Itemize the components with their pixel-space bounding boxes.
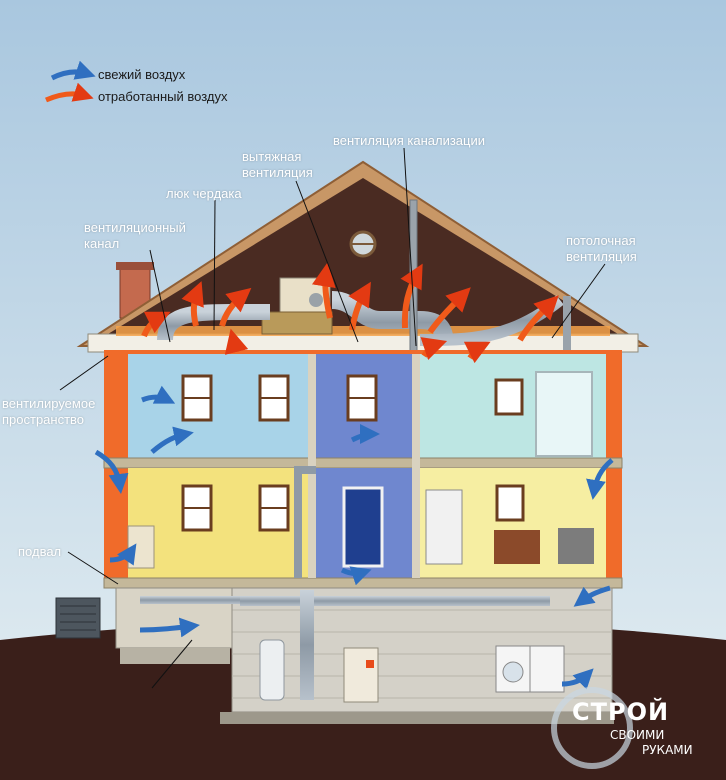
legend-exhaust-label: отработанный воздух [98,89,228,104]
label-exhaust-vent-line1: вытяжная [242,149,302,164]
label-vent-duct-line2: канал [84,236,120,251]
legend-fresh-icon [50,60,96,81]
water-heater [259,639,285,701]
watermark-line1: СТРОЙ [572,698,670,726]
label-ventilated-space-line1: вентилируемое [2,396,96,411]
furnace [343,647,379,703]
shower-cabin [535,371,593,457]
fresh-air-arrows [94,385,614,690]
label-ceiling-vent-line2: вентиляция [566,249,637,264]
stove [558,528,594,564]
label-sewer-vent: вентиляция канализации [333,133,485,148]
kitchen-cabinet [494,530,540,564]
label-ceiling-vent-line1: потолочная [566,233,636,248]
front-door [342,486,384,568]
legend-fresh-label: свежий воздух [98,67,186,82]
dryer [529,645,565,693]
legend-exhaust-icon [45,82,94,103]
watermark-line2: СВОИМИ [610,728,665,742]
ac-unit [55,597,101,639]
watermark-line3: РУКАМИ [642,743,693,757]
watermark-logo [551,687,633,769]
label-vent-duct-line1: вентиляционный [84,220,186,235]
exhaust-air-arrows [141,262,559,364]
label-ventilated-space-line2: пространство [2,412,85,427]
basement-duct [240,596,550,606]
label-leader-lines [59,147,606,689]
label-basement: подвал [18,544,62,559]
label-attic-hatch: люк чердака [166,186,242,201]
fridge [425,489,463,565]
label-exhaust-vent-line2: вентиляция [242,165,313,180]
